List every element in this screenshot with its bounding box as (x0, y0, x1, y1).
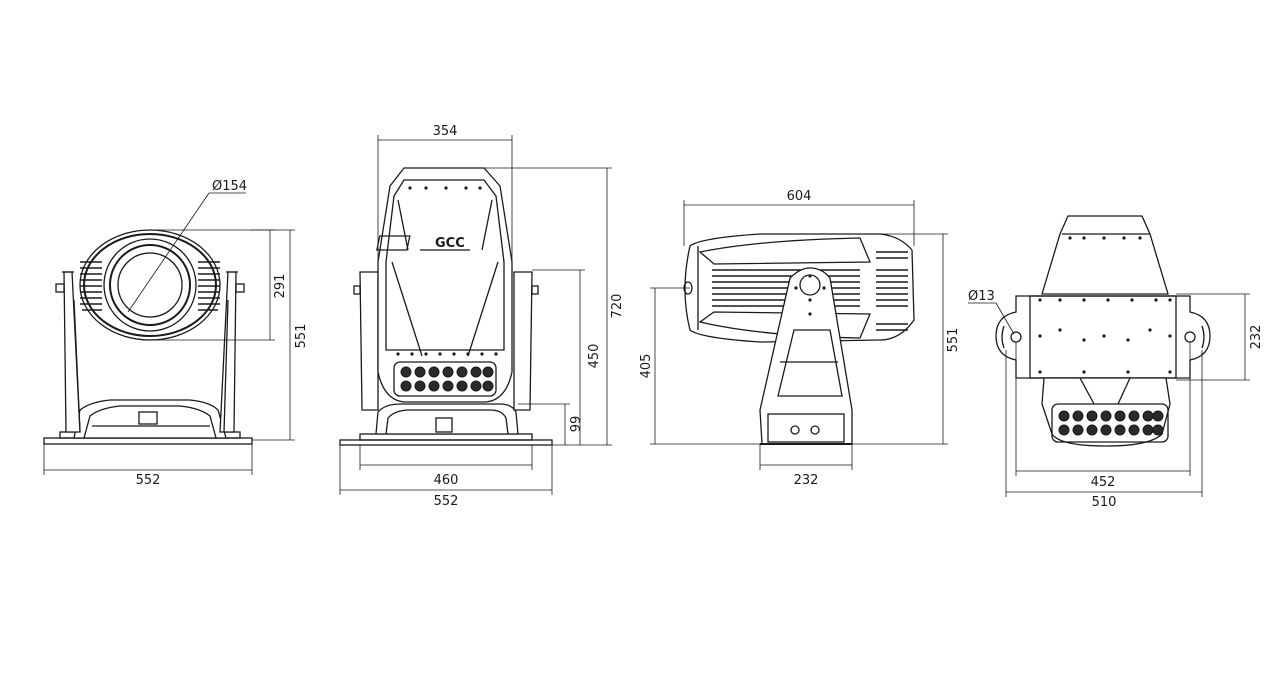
front-head-height-label: 291 (273, 274, 288, 299)
profile-length-label: 604 (787, 189, 812, 204)
side-base-width-label: 552 (434, 494, 459, 509)
bottom-hole-diameter-label: Ø13 (968, 289, 995, 304)
side-logo: GCC (435, 236, 465, 251)
profile-base-width-label: 232 (794, 473, 819, 488)
bottom-view: Ø13 232 452 510 (968, 215, 1264, 510)
side-yoke-height-label: 450 (587, 344, 602, 369)
bottom-hole-spacing-label: 452 (1091, 475, 1116, 490)
side-base-inner-width-label: 460 (434, 473, 459, 488)
bottom-plate-depth-label: 232 (1249, 325, 1264, 350)
front-lens-diameter-label: Ø154 (212, 179, 247, 194)
profile-total-height-label: 551 (946, 328, 961, 353)
side-base-height-label: 99 (569, 416, 584, 433)
side-view: GCC 354 720 (339, 124, 625, 509)
front-base-width-label: 552 (136, 473, 161, 488)
profile-pivot-height-label: 405 (639, 354, 654, 379)
front-total-height-label: 551 (294, 324, 309, 349)
bottom-plate-width-label: 510 (1092, 495, 1117, 510)
side-total-height-label: 720 (610, 294, 625, 319)
profile-view: 604 551 405 232 (639, 189, 961, 488)
front-view: Ø154 291 551 552 (43, 179, 309, 488)
side-head-width-label: 354 (433, 124, 458, 139)
